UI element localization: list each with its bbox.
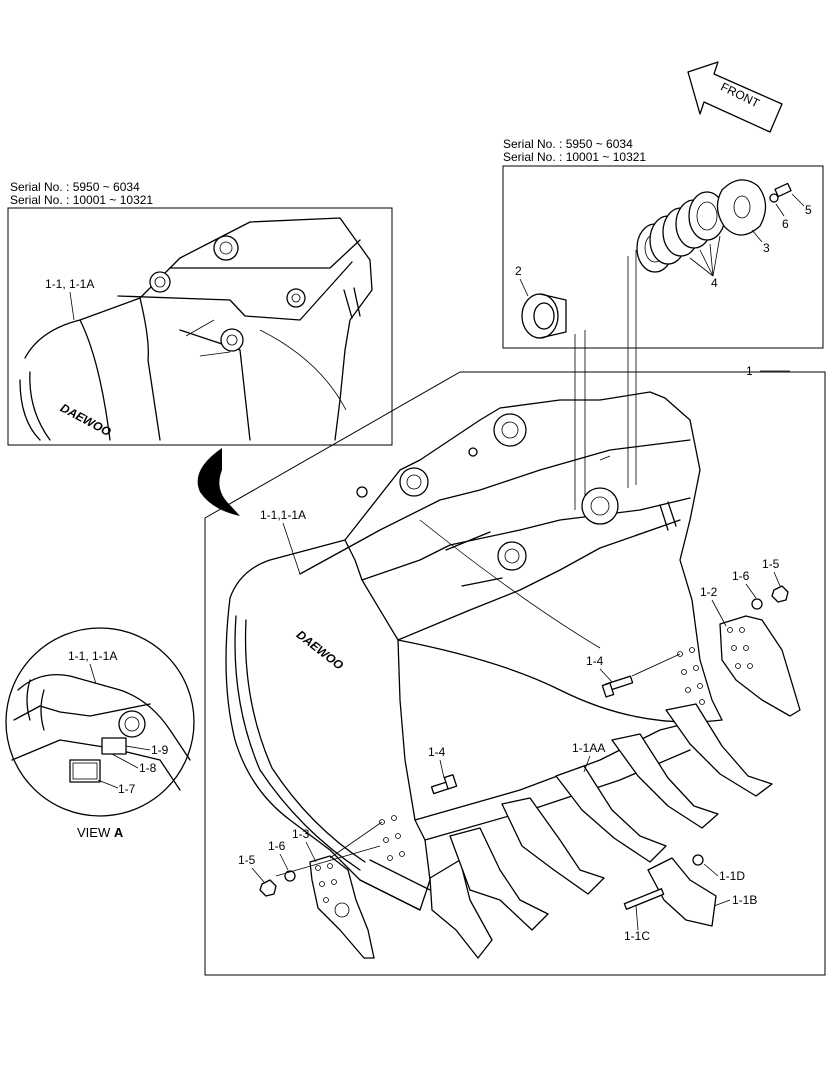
bolt-left-part-1-4 (430, 774, 458, 795)
label-1-7: 1-7 (118, 782, 136, 796)
label-1-1b: 1-1B (732, 893, 757, 907)
inset-bushing-frame (502, 165, 824, 349)
holes-left (379, 815, 405, 861)
label-1-5-right: 1-5 (762, 557, 780, 571)
plate-part-3 (716, 179, 767, 236)
shims-part-4 (636, 191, 726, 273)
front-arrow-icon (687, 61, 783, 133)
nut-right-icon (771, 585, 789, 603)
view-a-caption: VIEW A (77, 825, 124, 840)
nut-left-icon (259, 879, 277, 897)
side-cutter-right-part-1-2 (719, 615, 801, 717)
serial-right-line1: Serial No. : 5950 ~ 6034 (503, 137, 633, 151)
label-1-8: 1-8 (139, 761, 157, 775)
label-4: 4 (711, 276, 718, 290)
label-3: 3 (763, 241, 770, 255)
bolt-right-part-1-4 (601, 675, 634, 698)
label-1-1aa: 1-1AA (572, 741, 605, 755)
inset-bucket-frame (7, 207, 393, 446)
label-1-2: 1-2 (700, 585, 718, 599)
washer-right-icon (751, 598, 763, 610)
label-1-1-main: 1-1,1-1A (260, 508, 306, 522)
label-1-5-left: 1-5 (238, 853, 256, 867)
label-1-4-left: 1-4 (428, 745, 446, 759)
holes-right (677, 647, 705, 705)
serial-left-line1: Serial No. : 5950 ~ 6034 (10, 180, 140, 194)
main-assembly-frame (204, 371, 826, 976)
bucket-teeth (429, 703, 773, 959)
label-1-6-right: 1-6 (732, 569, 750, 583)
view-a-drawing (11, 673, 191, 791)
label-1-1-view: 1-1, 1-1A (68, 649, 117, 663)
label-2: 2 (515, 264, 522, 278)
label-5: 5 (805, 203, 812, 217)
serial-right-line2: Serial No. : 10001 ~ 10321 (503, 150, 646, 164)
side-cutter-left-part-1-3 (309, 855, 375, 959)
label-6: 6 (782, 217, 789, 231)
label-1-1-inset: 1-1, 1-1A (45, 277, 94, 291)
label-1-4-right: 1-4 (586, 654, 604, 668)
bolt-part-5 (769, 182, 792, 203)
bushing-part-2 (521, 293, 567, 339)
serial-left-line2: Serial No. : 10001 ~ 10321 (10, 193, 153, 207)
inset-bucket-drawing (19, 217, 373, 441)
label-1-6-left: 1-6 (268, 839, 286, 853)
label-1: 1 (746, 364, 753, 378)
label-1-1c: 1-1C (624, 929, 650, 943)
washer-left-icon (284, 870, 296, 882)
label-1-1d: 1-1D (719, 869, 745, 883)
bucket-main-drawing (225, 391, 723, 911)
curved-arrow-icon (197, 448, 240, 516)
label-1-3: 1-3 (292, 827, 310, 841)
label-1-9: 1-9 (151, 743, 169, 757)
